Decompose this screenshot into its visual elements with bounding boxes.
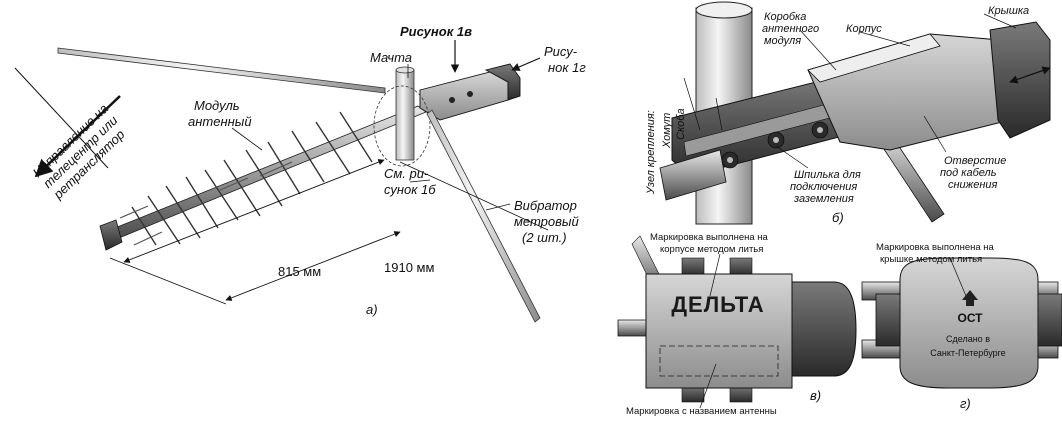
b-body-label: Корпус bbox=[846, 23, 882, 35]
figure-v: ДЕЛЬТА Маркировка выполнена на корпусе м… bbox=[617, 232, 857, 417]
vibrator-label-line1: Вибратор bbox=[514, 198, 577, 213]
b-clamp-label: Хомут bbox=[661, 113, 673, 149]
figure-v-caption: в) bbox=[810, 388, 821, 403]
v-marking-top-line2: корпусе методом литья bbox=[660, 244, 763, 255]
g-marking-line2: крышке методом литья bbox=[880, 254, 982, 265]
v-housing bbox=[645, 273, 793, 389]
b-lid-label: Крышка bbox=[988, 5, 1029, 17]
g-made-line2: Санкт-Петербурге bbox=[930, 348, 1005, 358]
module-label-line1: Модуль bbox=[194, 98, 240, 113]
see-figure-ellipse bbox=[373, 85, 431, 167]
b-box-label-line3: модуля bbox=[764, 35, 801, 47]
v-studs bbox=[681, 257, 753, 403]
vibrator-rod-left bbox=[57, 47, 386, 94]
see-figure-label-line2: сунок 1б bbox=[384, 182, 436, 197]
b-hole-label-line1: Отверстие bbox=[944, 155, 1006, 167]
b-bracket-label: Скоба bbox=[675, 108, 687, 140]
svg-text:Скоба: Скоба bbox=[675, 108, 687, 140]
figure-g-caption: г) bbox=[960, 396, 971, 411]
g-lid bbox=[899, 257, 1039, 389]
dimension-1910-label: 1910 мм bbox=[384, 260, 434, 275]
b-mount-label: Узел крепления: bbox=[645, 110, 657, 195]
module-lid bbox=[484, 63, 521, 101]
v-marking-bottom: Маркировка с названием антенны bbox=[626, 406, 777, 417]
v-marking-top-line1: Маркировка выполнена на bbox=[650, 232, 769, 243]
figure-a: Направление на телецентр или ретранслято… bbox=[14, 24, 586, 323]
figure-1v-label: Рисунок 1в bbox=[400, 24, 472, 39]
b-module-lid bbox=[989, 21, 1051, 139]
b-box-label-line1: Коробка bbox=[764, 11, 806, 23]
g-marking-line1: Маркировка выполнена на bbox=[876, 242, 995, 253]
figure-a-caption: а) bbox=[366, 302, 378, 317]
g-ost: ОСТ bbox=[957, 311, 983, 325]
direction-label: Направление на телецентр или ретранслято… bbox=[30, 101, 128, 203]
b-stud-label-line3: заземления bbox=[793, 193, 854, 205]
dimension-line-815 bbox=[123, 159, 385, 263]
boom-end-cap bbox=[99, 219, 123, 251]
svg-text:Хомут: Хомут bbox=[661, 113, 673, 149]
figure-1g-arrow bbox=[511, 57, 541, 71]
module-label-line2: антенный bbox=[188, 114, 252, 129]
figure-g: ОСТ Сделано в Санкт-Петербурге Маркировк… bbox=[861, 242, 1062, 411]
vibrator-rod-right bbox=[426, 109, 541, 323]
direction-extension-line-top bbox=[14, 67, 109, 169]
b-stud-label-line1: Шпилька для bbox=[794, 169, 861, 181]
mast-label: Мачта bbox=[370, 50, 412, 65]
b-hole-label-line2: под кабель bbox=[940, 167, 997, 179]
figure-1g-label-line1: Рису- bbox=[544, 44, 578, 59]
v-marking-area bbox=[659, 345, 779, 377]
v-lid bbox=[791, 281, 857, 377]
dimension-815-label: 815 мм bbox=[278, 264, 321, 279]
b-lid-arrow bbox=[1009, 66, 1051, 84]
mast-pipe bbox=[395, 69, 415, 161]
figure-b-caption: б) bbox=[832, 210, 844, 225]
g-made-line1: Сделано в bbox=[946, 334, 990, 344]
vibrator-label-line3: (2 шт.) bbox=[522, 230, 567, 245]
see-figure-label-line1: См. ри- bbox=[384, 166, 429, 181]
figure-1g-label-line2: нок 1г bbox=[548, 60, 586, 75]
direction-arrow bbox=[34, 95, 121, 178]
svg-text:Узел крепления:: Узел крепления: bbox=[645, 110, 657, 195]
b-hole-label-line3: снижения bbox=[948, 179, 998, 191]
v-logo: ДЕЛЬТА bbox=[671, 292, 764, 317]
g-logo-mark-icon bbox=[962, 290, 978, 306]
b-stud-label-line2: подключения bbox=[790, 181, 857, 193]
figure-b: Коробка антенного модуля Корпус Крышка У… bbox=[645, 1, 1051, 225]
b-box-label-line2: антенного bbox=[762, 23, 819, 35]
vibrator-label-line2: метровый bbox=[514, 214, 579, 229]
